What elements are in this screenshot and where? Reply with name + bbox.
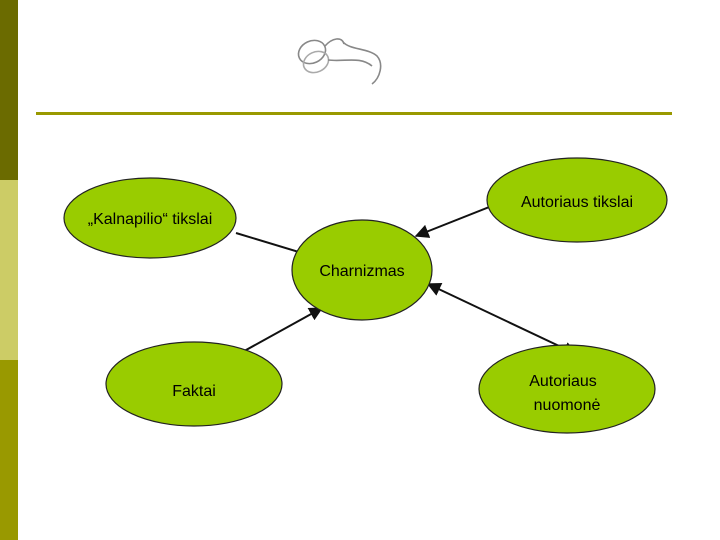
- side-bar-middle: [0, 180, 18, 360]
- node-kalnapilio-tikslai: „Kalnapilio“ tikslai: [63, 177, 237, 259]
- node-kalnapilio-tikslai-label: „Kalnapilio“ tikslai: [88, 211, 213, 228]
- node-charnizmas: Charnizmas: [291, 219, 433, 321]
- node-faktai-label: Faktai: [172, 383, 216, 400]
- edge-nuomone-center-bidirectional: [426, 283, 578, 355]
- eyeglasses-icon: [297, 38, 382, 85]
- side-bar-top: [0, 0, 18, 180]
- node-charnizmas-label: Charnizmas: [319, 263, 404, 280]
- node-autoriaus-tikslai: Autoriaus tikslai: [486, 157, 668, 243]
- node-autoriaus-nuomone: Autoriaus nuomonė: [478, 344, 656, 434]
- node-autoriaus-tikslai-label: Autoriaus tikslai: [521, 194, 633, 211]
- node-autoriaus-nuomone-label-line1: Autoriaus: [529, 373, 597, 390]
- node-faktai: Faktai: [105, 341, 283, 427]
- node-autoriaus-nuomone-label-line2: nuomonė: [534, 397, 601, 414]
- side-bar-bottom: [0, 360, 18, 540]
- title-divider: [36, 112, 672, 115]
